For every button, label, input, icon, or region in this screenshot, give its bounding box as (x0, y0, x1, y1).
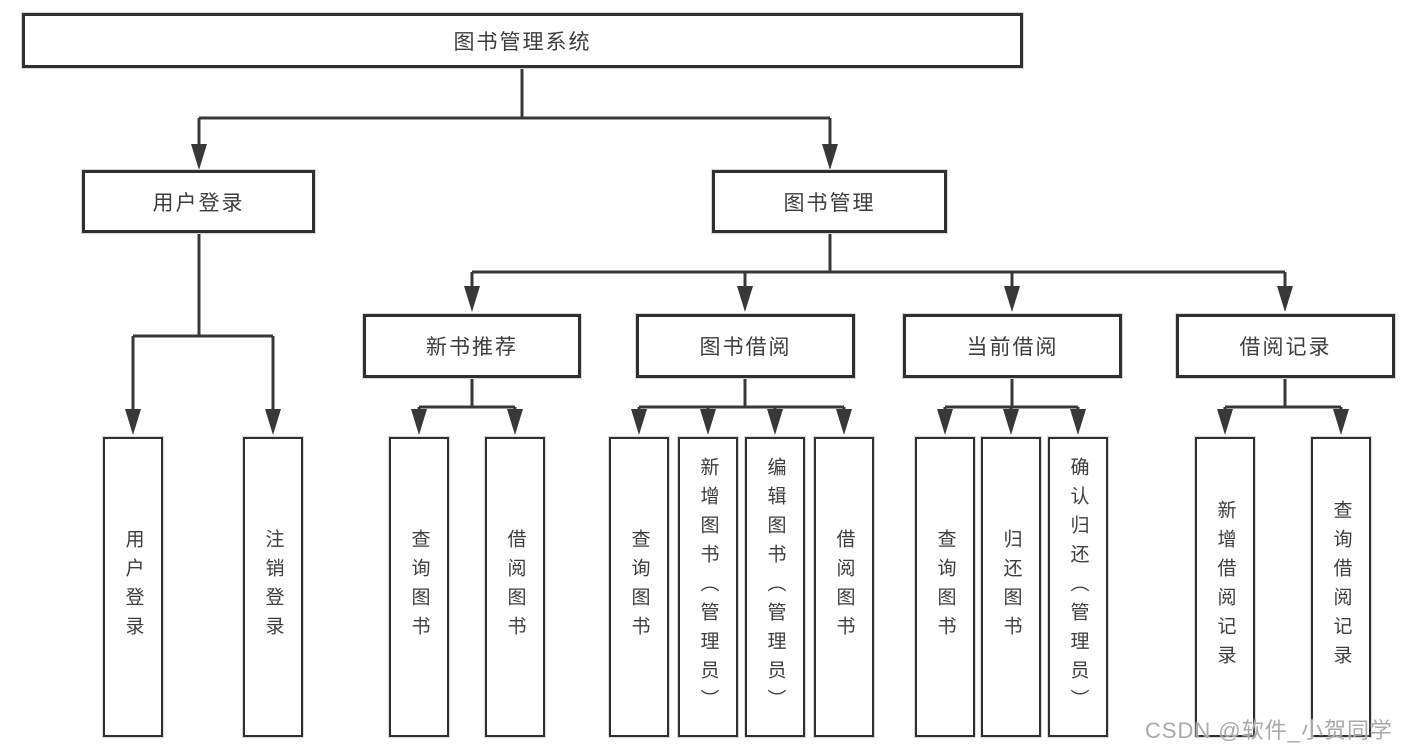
leaf-nbr-query-books-label: 查询图书 (408, 529, 430, 645)
node-current-borrow: 当前借阅 (903, 314, 1122, 378)
leaf-bb-query-books-label: 查询图书 (628, 529, 650, 645)
node-user-login-label: 用户登录 (152, 191, 245, 215)
leaf-br-add-record-label: 新增借阅记录 (1214, 500, 1236, 674)
node-book-borrow-label: 图书借阅 (699, 336, 792, 359)
node-book-borrow: 图书借阅 (636, 314, 855, 378)
node-root-label: 图书管理系统 (453, 30, 592, 54)
leaf-bb-edit-book-admin: 编辑图书（管理员） (745, 437, 805, 737)
node-new-book-recommend-label: 新书推荐 (426, 336, 518, 359)
node-borrow-records-label: 借阅记录 (1239, 336, 1332, 359)
node-user-login: 用户登录 (82, 170, 315, 233)
leaf-nbr-query-books: 查询图书 (389, 437, 449, 737)
node-root-system: 图书管理系统 (22, 13, 1023, 68)
leaf-cb-query-books-label: 查询图书 (934, 529, 956, 645)
leaf-bb-borrow-books-label: 借阅图书 (833, 529, 855, 645)
leaf-cb-confirm-return-admin: 确认归还（管理员） (1048, 437, 1108, 737)
leaf-cb-return-books-label: 归还图书 (1000, 529, 1022, 645)
leaf-logout-label: 注销登录 (262, 529, 284, 645)
leaf-bb-query-books: 查询图书 (609, 437, 669, 737)
leaf-user-login-label: 用户登录 (122, 529, 144, 645)
node-book-management-label: 图书管理 (783, 191, 876, 215)
leaf-user-login: 用户登录 (103, 437, 163, 737)
leaf-br-query-record: 查询借阅记录 (1311, 437, 1371, 737)
leaf-br-add-record: 新增借阅记录 (1195, 437, 1255, 737)
leaf-bb-add-book-admin-label: 新增图书（管理员） (697, 456, 719, 718)
leaf-cb-return-books: 归还图书 (981, 437, 1041, 737)
csdn-watermark: CSDN @软件_小贺同学 (1144, 718, 1393, 743)
leaf-bb-add-book-admin: 新增图书（管理员） (678, 437, 738, 737)
leaf-cb-query-books: 查询图书 (915, 437, 975, 737)
leaf-br-query-record-label: 查询借阅记录 (1330, 500, 1352, 674)
node-borrow-records: 借阅记录 (1176, 314, 1395, 378)
leaf-cb-confirm-return-admin-label: 确认归还（管理员） (1067, 456, 1089, 718)
node-current-borrow-label: 当前借阅 (966, 336, 1059, 359)
node-book-management: 图书管理 (712, 170, 947, 233)
leaf-logout: 注销登录 (243, 437, 303, 737)
leaf-bb-borrow-books: 借阅图书 (814, 437, 874, 737)
leaf-bb-edit-book-admin-label: 编辑图书（管理员） (764, 456, 786, 718)
leaf-nbr-borrow-books-label: 借阅图书 (504, 529, 526, 645)
leaf-nbr-borrow-books: 借阅图书 (485, 437, 545, 737)
node-new-book-recommend: 新书推荐 (363, 314, 581, 378)
